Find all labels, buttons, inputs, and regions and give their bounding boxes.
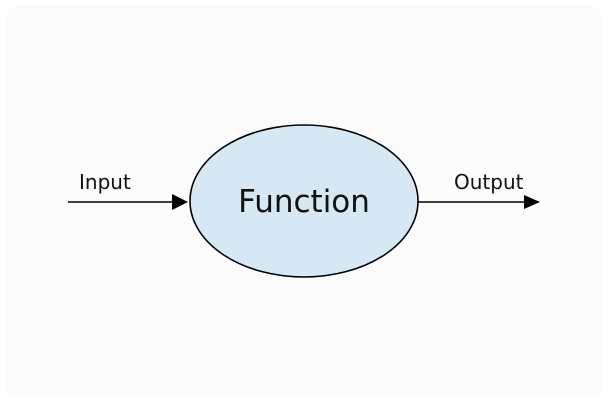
function-ellipse xyxy=(189,124,419,278)
output-label: Output xyxy=(454,170,524,194)
input-label: Input xyxy=(79,170,131,194)
function-label: Function xyxy=(238,184,370,220)
diagram-card: Input Function Output xyxy=(6,6,602,396)
input-arrow-head xyxy=(172,194,188,210)
output-arrow-head xyxy=(524,195,540,209)
flow-diagram: Input Function Output xyxy=(68,124,540,278)
